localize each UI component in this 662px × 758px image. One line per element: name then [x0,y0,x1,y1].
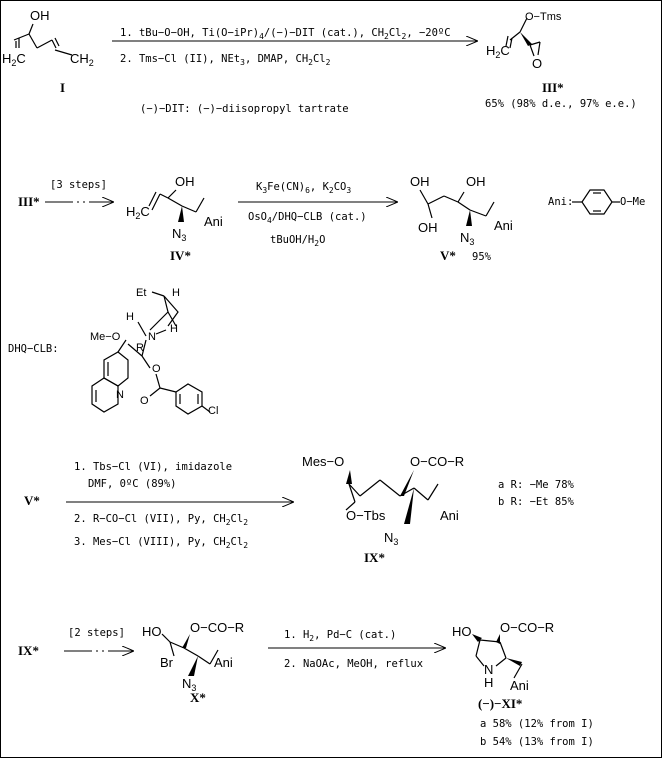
otbs-label: O−Tbs [346,508,386,523]
svg-text:OH: OH [418,220,438,235]
ch2-label: CH [70,51,89,66]
compound-III: O−Tms H2C O III* 65% (98% d.e., 97% e.e.… [485,11,637,110]
compound-I: OH H2C CH2 I [2,8,94,95]
svg-text:OH: OH [466,174,486,189]
svg-text:N: N [116,389,124,401]
ethyl-label: Et [136,287,146,299]
quinuclidine-n: N [148,331,156,343]
label-V: V* [440,248,456,263]
methoxy-label: O−Me [620,196,645,208]
epoxide-o: O [532,56,542,71]
svg-text:H: H [170,323,178,335]
reagent-row5-2: 2. NaOAc, MeOH, reflux [284,658,423,670]
carbonyl-o: O [140,395,149,407]
reagent-row2-2: OsO4/DHQ−CLB (cat.) [248,211,367,225]
h2c-label: H [2,51,11,66]
row2: III* [3 steps] OH H2C N3 Ani IV* K3Fe(CN… [18,174,645,263]
svg-text:Ani: Ani [214,655,233,670]
dhq-clb-structure: DHQ−CLB: Et H H N H R Me−O N O O Cl [8,287,218,417]
svg-text:OH: OH [410,174,430,189]
svg-text:H2C: H2C [486,43,510,60]
label-I: I [60,80,65,95]
svg-text:N3: N3 [384,530,398,547]
svg-text:HO: HO [142,624,162,639]
label-IX-start: IX* [18,643,39,658]
pyrrolidine-n: N [484,662,493,677]
dit-note: (−)−DIT: (−)−diisopropyl tartrate [140,103,349,115]
row4: V* 1. Tbs−Cl (VI), imidazole DMF, 0ºC (8… [24,454,575,565]
svg-text:Ani: Ani [510,678,529,693]
svg-text:O−CO−R: O−CO−R [190,620,244,635]
reagent-row1-step1: 1. tBu−O−OH, Ti(O−iPr)4/(−)−DIT (cat.), … [120,27,451,41]
label-III: III* [542,80,564,95]
reagent-row4-1: 1. Tbs−Cl (VI), imidazole [74,461,232,473]
r-config: R [136,342,144,354]
svg-text:O−CO−R: O−CO−R [500,620,554,635]
reagent-row1-step2: 2. Tms−Cl (II), NEt3, DMAP, CH2Cl2 [120,53,331,67]
svg-text:H2C: H2C [126,204,150,221]
step-I-to-III: 1. tBu−O−OH, Ti(O−iPr)4/(−)−DIT (cat.), … [112,27,478,115]
yield-XI-b: b 54% (13% from I) [480,736,594,748]
svg-text:Ani: Ani [204,214,223,229]
reagent-row5-1: 1. H2, Pd−C (cat.) [284,629,396,643]
yield-IX-b: b R: −Et 85% [498,496,575,508]
yield-V: 95% [472,251,492,263]
reagent-row4-2: 2. R−CO−Cl (VII), Py, CH2Cl2 [74,513,248,527]
svg-text:H: H [172,287,180,299]
label-IX: IX* [364,550,385,565]
label-XI: (−)−XI* [478,696,522,711]
svg-text:N3: N3 [172,226,186,243]
svg-text:H2C: H2C [2,51,26,68]
methoxy-dhq: Me−O [90,331,121,343]
svg-text:H: H [126,311,134,323]
chloro-label: Cl [208,405,218,417]
two-steps: [2 steps] [68,627,125,639]
label-IV: IV* [170,248,191,263]
svg-text:Ani: Ani [440,508,459,523]
three-steps: [3 steps] [50,179,107,191]
svg-text:H: H [484,675,493,690]
reagent-row4-1b: DMF, 0ºC (89%) [88,478,177,490]
ani-definition: Ani: [548,196,573,208]
svg-text:N3: N3 [182,676,196,693]
row5: IX* [2 steps] HO O−CO−R Br N3 Ani X* 1. … [18,620,594,748]
svg-text:N3: N3 [460,230,474,247]
yield-XI-a: a 58% (12% from I) [480,718,594,730]
dhq-clb-label: DHQ−CLB: [8,343,59,355]
label-X: X* [190,690,206,705]
svg-text:HO: HO [452,624,472,639]
label-III-start: III* [18,194,40,209]
yield-III: 65% (98% d.e., 97% e.e.) [485,98,637,110]
reagent-row2-3: tBuOH/H2O [270,234,325,248]
label-V-start: V* [24,493,40,508]
yield-IX-a: a R: −Me 78% [498,479,575,491]
mes-o-label: Mes−O [302,454,344,469]
ester-o: O [152,363,161,375]
oh-label: OH [30,8,50,23]
otms-label: O−Tms [525,11,562,23]
bromo-label: Br [160,655,174,670]
svg-text:Ani: Ani [494,218,513,233]
svg-text:CH2: CH2 [70,51,94,68]
reagent-row2-1: K3Fe(CN)6, K2CO3 [256,181,351,195]
reagent-row4-3: 3. Mes−Cl (VIII), Py, CH2Cl2 [74,536,248,550]
svg-text:OH: OH [175,174,195,189]
ester-label: O−CO−R [410,454,464,469]
